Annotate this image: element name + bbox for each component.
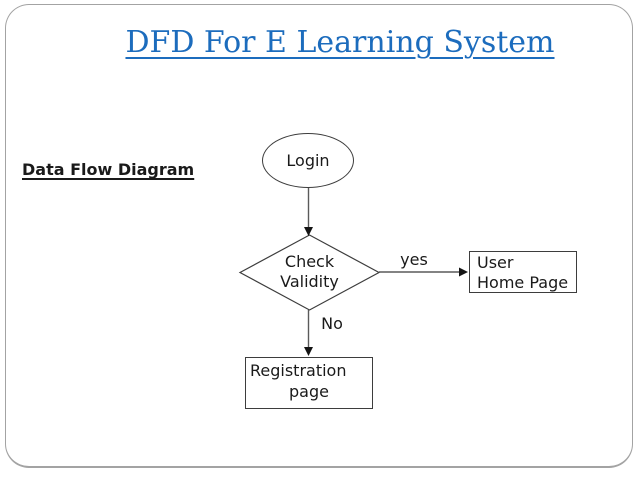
node-user-home-label-line2: Home Page [477,273,569,292]
node-registration-page: Registration page [245,357,373,409]
node-decision: Check Validity [240,252,379,292]
diagram-caption: Data Flow Diagram [22,160,195,179]
slide-title: DFD For E Learning System [125,25,555,60]
node-user-home-page: User Home Page [469,251,577,293]
node-decision-label-line2: Validity [280,272,339,291]
node-login-label: Login [286,150,330,170]
node-user-home-label-line1: User [477,253,514,272]
node-login: Login [262,133,354,188]
edge-label-no: No [321,314,343,333]
edge-label-yes: yes [400,250,428,269]
node-decision-label-line1: Check [284,252,335,271]
node-registration-label-line2: page [289,382,329,401]
node-registration-label-line1: Registration [250,361,347,380]
slide-border [5,4,633,468]
